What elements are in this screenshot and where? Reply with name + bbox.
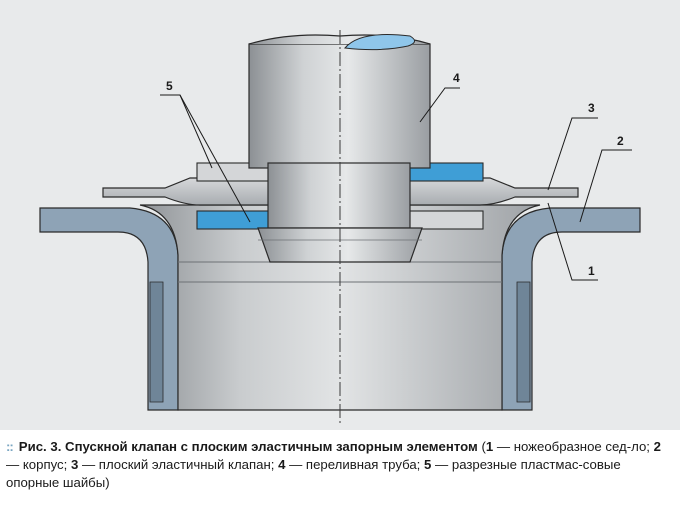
caption-t2: — корпус; bbox=[6, 457, 71, 472]
caption-fig-no: Рис. 3. bbox=[18, 439, 62, 454]
pipe-neck bbox=[267, 162, 411, 229]
washer-left-bottom bbox=[196, 210, 270, 230]
caption-n5: 5 bbox=[424, 457, 432, 472]
caption-n2: 2 bbox=[653, 439, 661, 454]
diagram-svg: 4 3 2 1 5 bbox=[39, 30, 641, 425]
label-4: 4 bbox=[453, 71, 460, 85]
caption-t1: — ножеобразное сед-ло; bbox=[493, 439, 654, 454]
caption-t5: — разрезные пластмас-совые опорные шайбы… bbox=[6, 457, 621, 490]
caption-n1: 1 bbox=[485, 439, 494, 454]
label-5: 5 bbox=[166, 79, 173, 93]
housing-left-inner bbox=[149, 281, 164, 403]
figure-caption: ::Рис. 3. Спускной клапан с плоским элас… bbox=[6, 438, 674, 492]
valve-diagram: 4 3 2 1 5 bbox=[0, 0, 680, 430]
pipe-opening bbox=[344, 34, 415, 51]
label-2: 2 bbox=[617, 134, 624, 148]
caption-n3: 3 bbox=[70, 457, 79, 472]
caption-n4: 4 bbox=[278, 457, 286, 472]
washer-right-bottom bbox=[408, 210, 484, 230]
caption-title: Спускной клапан с плоским эластичным зап… bbox=[65, 439, 478, 454]
label-3: 3 bbox=[588, 101, 595, 115]
housing-right-inner bbox=[516, 281, 531, 403]
caption-bullet: :: bbox=[6, 439, 14, 454]
caption-t4: — переливная труба; bbox=[285, 457, 424, 472]
label-1: 1 bbox=[588, 264, 595, 278]
caption-p0: ( bbox=[477, 439, 486, 454]
caption-t3: — плоский эластичный клапан; bbox=[78, 457, 279, 472]
